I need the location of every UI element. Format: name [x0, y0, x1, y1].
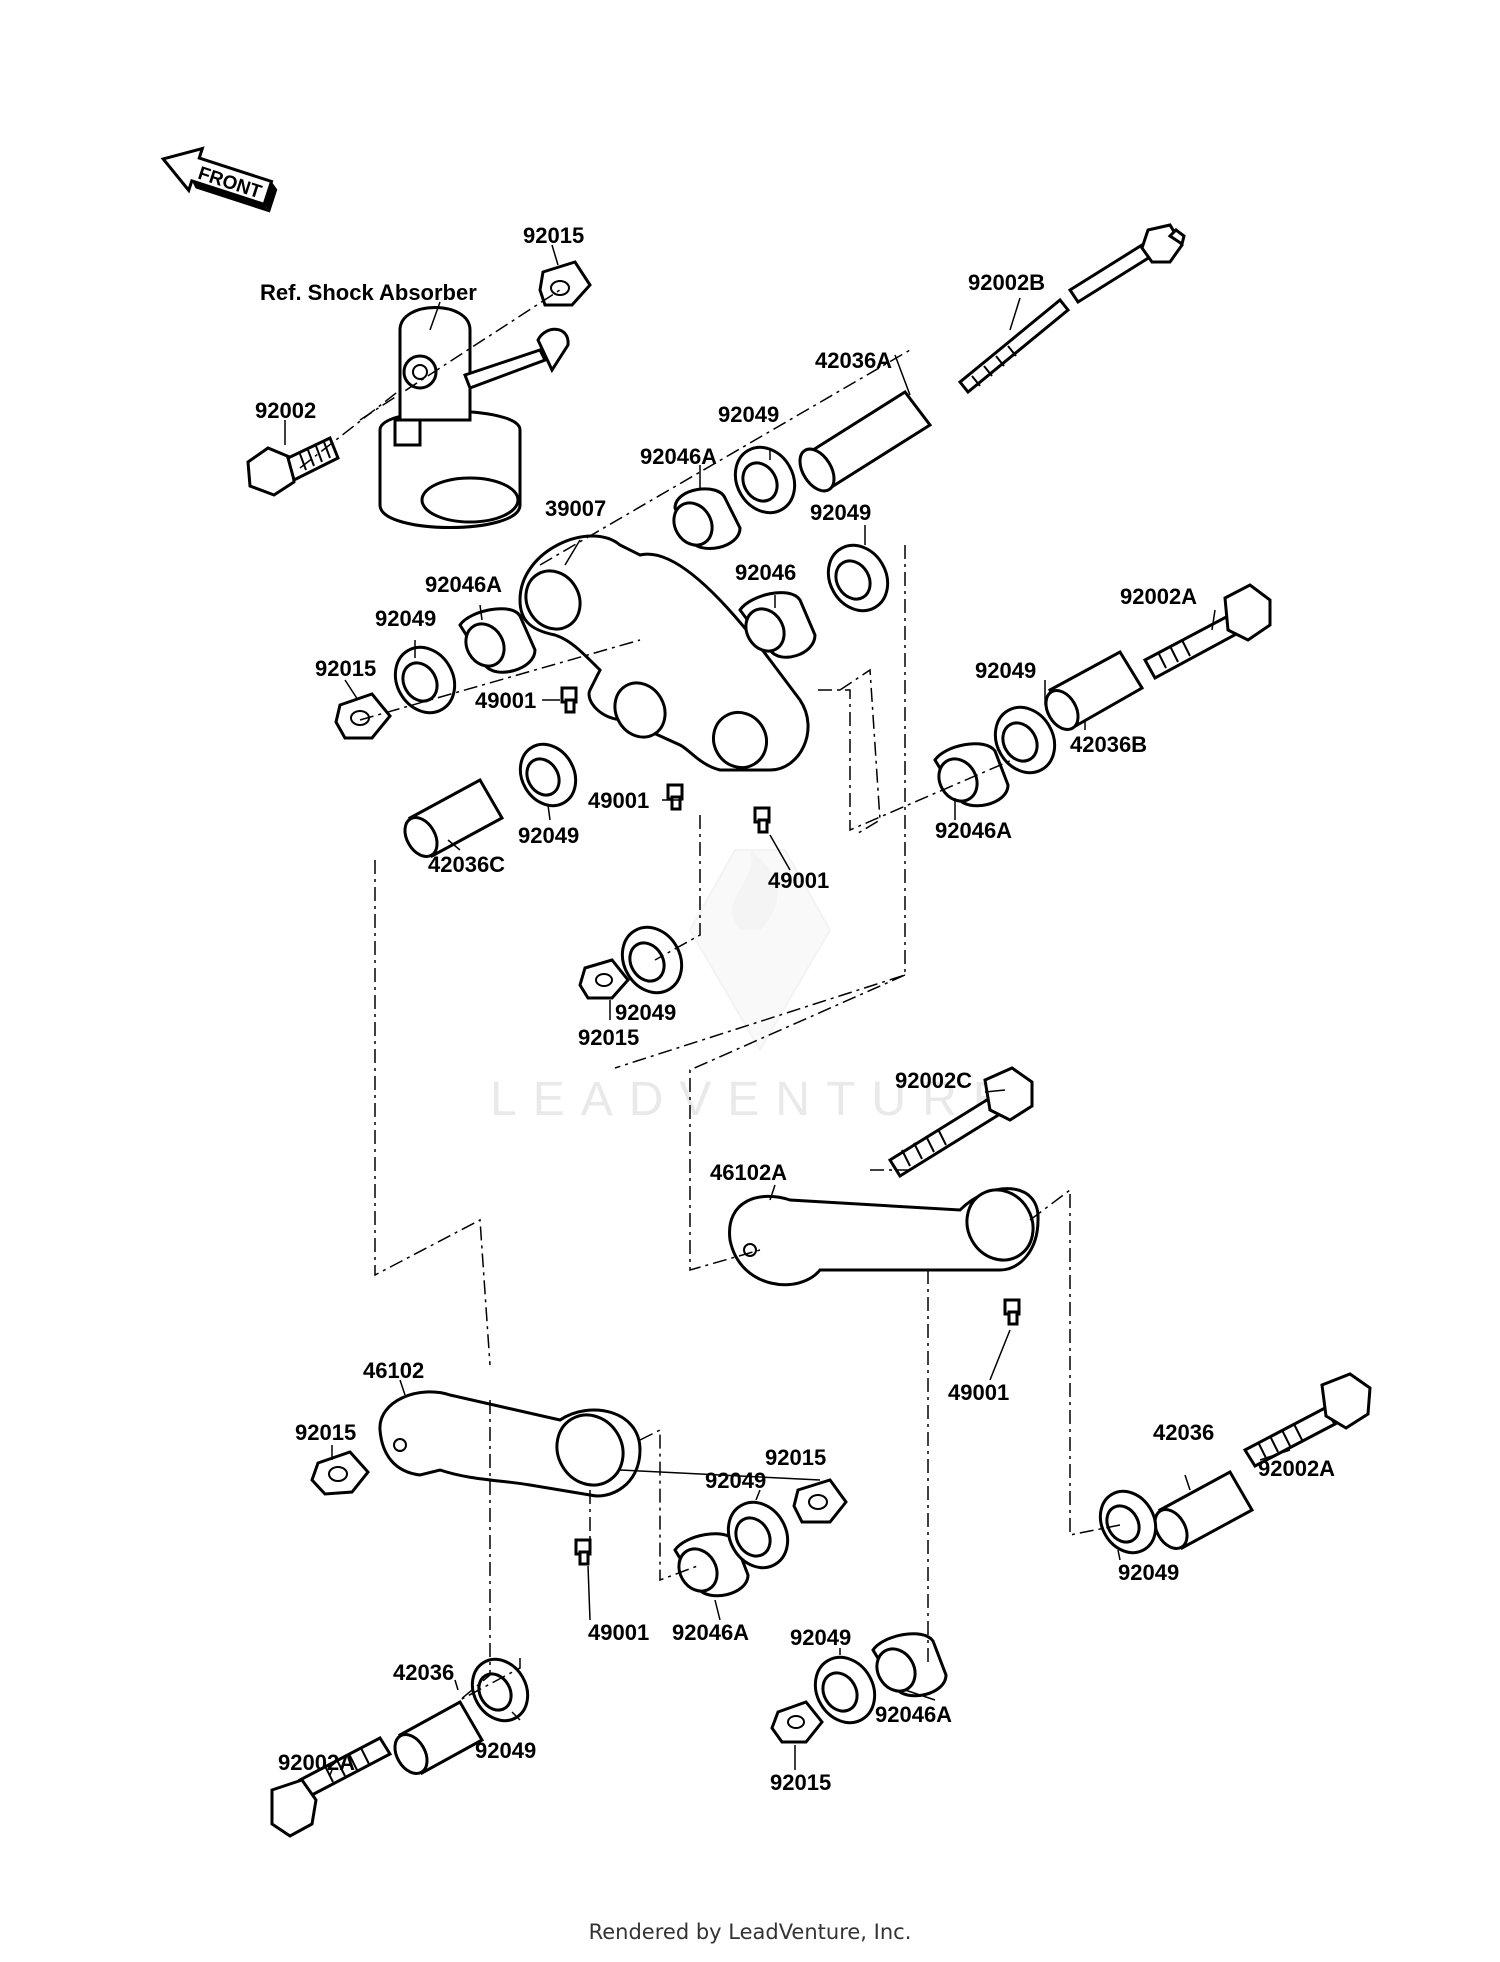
- watermark-text: LEADVENTURE: [490, 1073, 1021, 1126]
- bearing-92046A-e: [871, 1632, 948, 1698]
- bolt-92002A-bottom: [270, 1736, 393, 1838]
- ref-shock-absorber-label: Ref. Shock Absorber: [260, 280, 477, 305]
- bolt-92002: [246, 435, 340, 497]
- part-label: 49001: [588, 788, 649, 813]
- bolt-92002A-right: [1242, 1372, 1372, 1468]
- part-label: 92015: [578, 1025, 639, 1050]
- part-label: 92046A: [935, 818, 1012, 843]
- footer-credit: Rendered by LeadVenture, Inc.: [588, 1920, 912, 1944]
- seal-92049-e: [518, 742, 578, 808]
- part-label: 92049: [475, 1738, 536, 1763]
- part-label: 92046: [735, 560, 796, 585]
- bolt-92002A-top: [1142, 583, 1272, 681]
- part-label: 92015: [523, 223, 584, 248]
- grease-fitting-49001-d: [1003, 1298, 1021, 1326]
- bolt-92002C: [887, 1066, 1034, 1179]
- tie-rod-46102: [378, 1390, 642, 1498]
- nut-92015-lower-mid: [792, 1478, 848, 1524]
- bearing-92046A-b: [458, 607, 537, 674]
- part-label: 92049: [518, 823, 579, 848]
- front-arrow-icon: FRONT: [160, 146, 278, 213]
- part-label: 92049: [718, 402, 779, 427]
- part-label: 92046A: [425, 572, 502, 597]
- part-label: 92049: [615, 1000, 676, 1025]
- part-label: 92049: [810, 500, 871, 525]
- bearing-92046A-d: [673, 1532, 750, 1598]
- seal-92049-c: [393, 645, 457, 715]
- bearing-92046: [738, 591, 817, 659]
- seal-92049-j: [470, 1657, 530, 1723]
- sleeve-42036B: [1044, 650, 1145, 731]
- part-label: 92049: [790, 1625, 851, 1650]
- seal-92049-b: [826, 543, 890, 613]
- part-label: 92002B: [968, 270, 1045, 295]
- seal-92049-d: [993, 705, 1057, 775]
- part-label: 92002A: [1258, 1456, 1335, 1481]
- part-label: 46102A: [710, 1160, 787, 1185]
- part-label: 42036C: [428, 852, 505, 877]
- sleeve-42036-bottom: [393, 1699, 485, 1776]
- part-label: 92046A: [875, 1702, 952, 1727]
- part-label: 42036: [393, 1660, 454, 1685]
- part-label: 42036: [1153, 1420, 1214, 1445]
- part-label: 92015: [765, 1445, 826, 1470]
- part-label: 49001: [475, 688, 536, 713]
- nut-92015-left: [334, 692, 392, 740]
- grease-fitting-49001-c: [753, 806, 771, 834]
- seal-92049-f: [620, 925, 684, 995]
- part-label: 42036B: [1070, 732, 1147, 757]
- sleeve-42036-right: [1153, 1469, 1255, 1551]
- link-39007: [518, 534, 810, 772]
- leader-lines: [284, 244, 1291, 1776]
- part-label: 92015: [295, 1420, 356, 1445]
- nut-92015-left-lower: [310, 1450, 370, 1496]
- part-label: 49001: [588, 1620, 649, 1645]
- part-label: 42036A: [815, 348, 892, 373]
- grease-fitting-49001-e: [574, 1538, 592, 1566]
- seal-92049-i: [813, 1655, 877, 1725]
- part-label: 92049: [975, 658, 1036, 683]
- part-label: 92049: [375, 606, 436, 631]
- bearing-92046A-c: [933, 742, 1010, 808]
- part-label: 49001: [768, 868, 829, 893]
- sleeve-42036C: [403, 777, 505, 859]
- sleeve-42036A: [798, 389, 933, 493]
- assembly-lines: [299, 289, 1121, 1701]
- part-label: 92002: [255, 398, 316, 423]
- part-label: 39007: [545, 496, 606, 521]
- part-label: 92002A: [278, 1750, 355, 1775]
- part-label: 92046A: [672, 1620, 749, 1645]
- part-label: 49001: [948, 1380, 1009, 1405]
- grease-fitting-49001-a: [560, 686, 578, 714]
- part-label: 92049: [705, 1468, 766, 1493]
- part-label: 92015: [315, 656, 376, 681]
- nut-92015-bottom: [770, 1700, 824, 1744]
- part-label: 92046A: [640, 444, 717, 469]
- seal-92049-h: [1098, 1489, 1158, 1555]
- part-labels: 92015 92002 92002B 42036A 92049 92046A 3…: [255, 223, 1335, 1795]
- part-label: 46102: [363, 1358, 424, 1383]
- seal-92049-a: [733, 445, 797, 515]
- nut-92015-mid: [578, 958, 630, 1000]
- part-label: 92002C: [895, 1068, 972, 1093]
- bolt-92002B: [957, 223, 1186, 395]
- tie-rod-46102A: [728, 1187, 1040, 1287]
- watermark-logo: [688, 849, 832, 1052]
- grease-fitting-49001-b: [666, 783, 684, 811]
- part-label: 92015: [770, 1770, 831, 1795]
- part-label: 92002A: [1120, 584, 1197, 609]
- bearing-92046A-a: [672, 487, 742, 550]
- seal-92049-g: [726, 1500, 790, 1570]
- part-label: 92049: [1118, 1560, 1179, 1585]
- shock-absorber-ref: [378, 306, 570, 529]
